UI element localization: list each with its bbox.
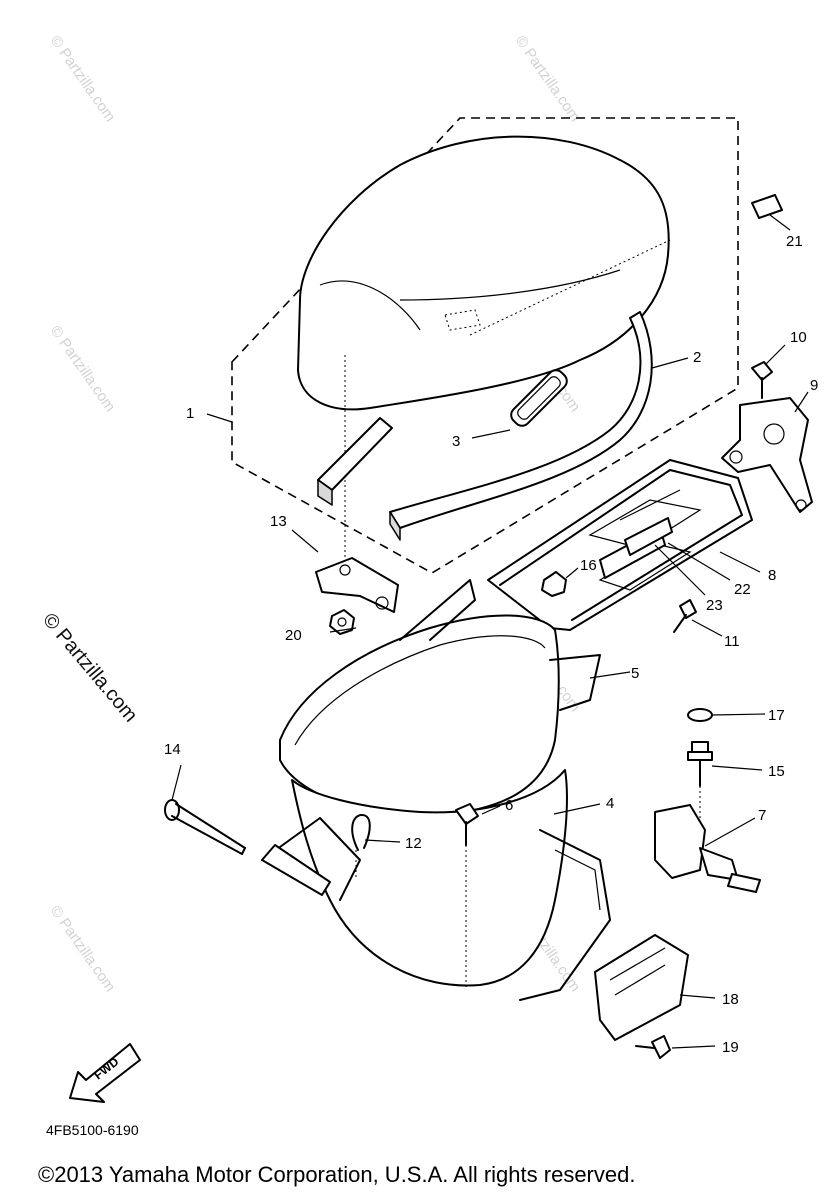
callout-2: 2 [693, 349, 701, 366]
seat-hinge-bracket [315, 557, 399, 613]
callout-13: 13 [270, 513, 287, 530]
callout-7: 7 [758, 807, 766, 824]
cover-plate [594, 934, 689, 1041]
storage-box [261, 769, 611, 1001]
callout-20: 20 [285, 627, 302, 644]
callout-21: 21 [786, 233, 803, 250]
fwd-arrow-icon: FWD [69, 1043, 141, 1103]
watermark-text-prominent: © Partzilla.com [38, 609, 141, 726]
callout-19: 19 [722, 1039, 739, 1056]
seat-cushion [297, 135, 671, 560]
leader-lines [171, 214, 809, 1049]
bolt-11 [673, 599, 697, 633]
hinge-pin [164, 799, 246, 855]
seat-trim-left [317, 417, 393, 491]
watermark-text: © Partzilla.com [512, 33, 584, 126]
bolt-10 [751, 361, 773, 399]
carrier-bracket [721, 397, 813, 513]
seat-lock [654, 804, 761, 893]
callout-6: 6 [505, 797, 513, 814]
callout-12: 12 [405, 835, 422, 852]
seat-seal [510, 369, 568, 427]
seat-trim-right [389, 311, 653, 529]
callout-14: 14 [164, 741, 181, 758]
screw-19 [635, 1035, 671, 1059]
seat-assembly-outline [231, 117, 739, 574]
callout-10: 10 [790, 329, 807, 346]
callout-17: 17 [768, 707, 785, 724]
callout-18: 18 [722, 991, 739, 1008]
callout-16: 16 [580, 557, 597, 574]
callout-22: 22 [734, 581, 751, 598]
caution-label [751, 194, 783, 219]
diagram-code: 4FB5100-6190 [46, 1122, 139, 1138]
callout-23: 23 [706, 597, 723, 614]
washer-17 [687, 708, 713, 722]
callout-9: 9 [810, 377, 818, 394]
spring-clip [351, 814, 371, 851]
copyright-text: ©2013 Yamaha Motor Corporation, U.S.A. A… [38, 1162, 635, 1187]
callout-11: 11 [724, 633, 740, 650]
callout-8: 8 [768, 567, 776, 584]
watermark-text: © Partzilla.com [47, 323, 119, 416]
seat-trim-right-end [389, 511, 401, 541]
storage-box-rim [279, 579, 601, 817]
callout-5: 5 [631, 665, 639, 682]
callout-3: 3 [452, 433, 460, 450]
callout-15: 15 [768, 763, 785, 780]
nut-20 [329, 609, 355, 635]
watermark-text: © Partzilla.com [47, 33, 119, 126]
callout-1: 1 [186, 405, 194, 422]
seat-trim-left-end [317, 479, 333, 506]
bolt-6 [455, 803, 479, 990]
callout-labels: 1 2 3 4 5 6 7 8 9 10 11 12 13 14 15 16 1… [164, 233, 818, 1056]
watermark-text: © Partzilla.com [47, 903, 119, 996]
nut-16 [541, 571, 567, 597]
callout-4: 4 [606, 795, 614, 812]
